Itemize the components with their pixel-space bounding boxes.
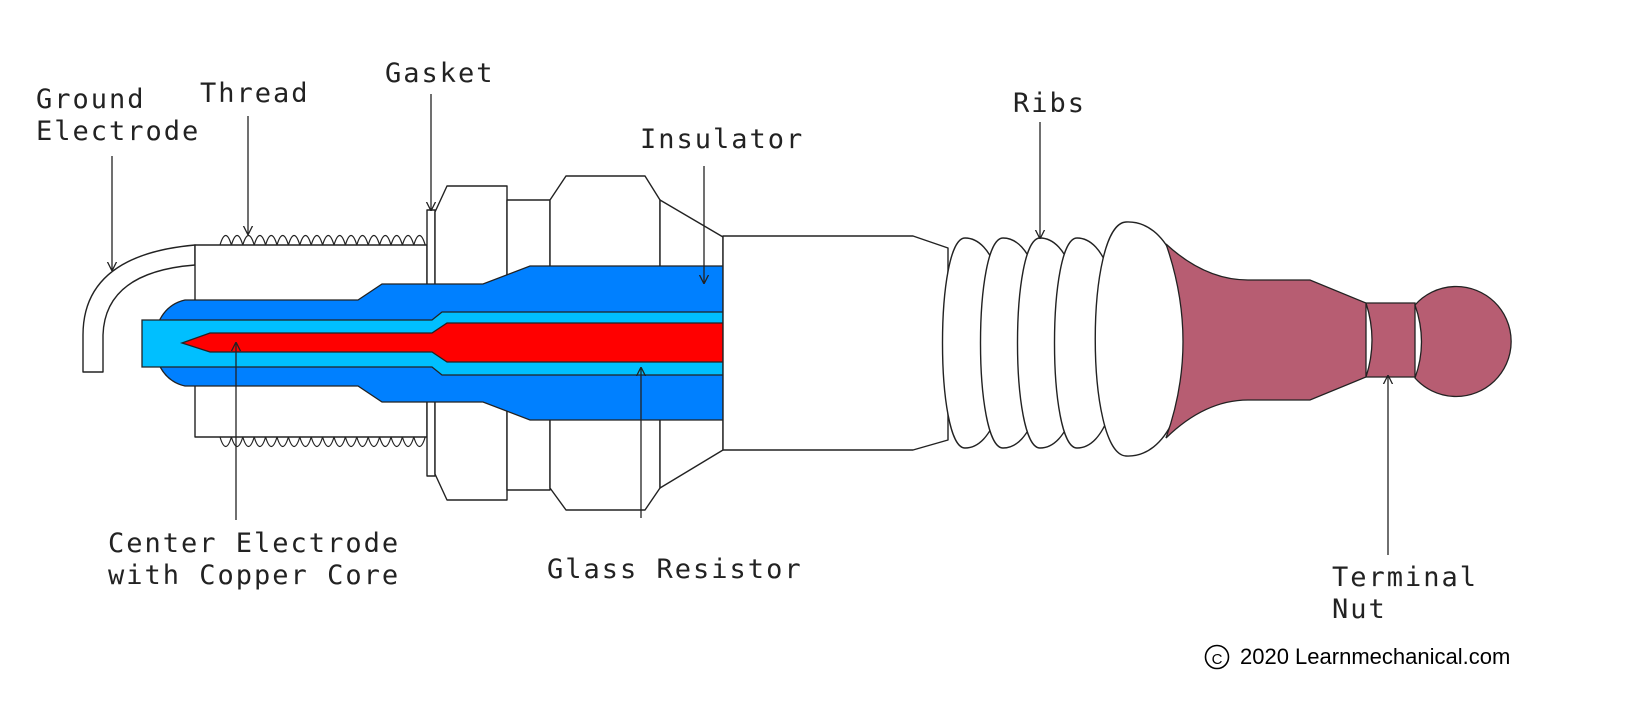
thread-coil-top: [344, 234, 358, 246]
thread-coil-top: [230, 234, 244, 246]
thread-coil-bottom: [219, 436, 232, 448]
thread-coil-bottom: [276, 436, 289, 448]
thread-coil-bottom: [356, 436, 369, 448]
thread-coil-top: [242, 234, 255, 246]
copyright-symbol: C: [1212, 651, 1223, 668]
copyright-text: 2020 Learnmechanical.com: [1240, 644, 1510, 669]
thread-coils: [219, 234, 426, 448]
label-ground-electrode-line2: Electrode: [36, 116, 200, 147]
label-center-electrode-line2: with Copper Core: [108, 560, 400, 591]
thread-coil-bottom: [379, 436, 392, 448]
thread-coil-top: [367, 234, 381, 246]
thread-coil-bottom: [310, 436, 324, 448]
label-terminal-nut-line1: Terminal: [1332, 562, 1478, 593]
thread-coil-top: [356, 234, 369, 246]
thread-coil-top: [265, 234, 278, 246]
thread-coil-bottom: [322, 436, 335, 448]
ribs: [941, 221, 1190, 457]
label-center-electrode-line1: Center Electrode: [108, 528, 400, 559]
thread-coil-top: [253, 234, 267, 246]
thread-coil-top: [413, 234, 426, 246]
thread-coil-bottom: [253, 436, 267, 448]
thread-coil-top: [333, 234, 346, 246]
thread-coil-bottom: [265, 436, 278, 448]
thread-coil-bottom: [413, 436, 426, 448]
label-insulator: Insulator: [640, 124, 804, 155]
thread-coil-top: [390, 234, 403, 246]
thread-coil-top: [401, 234, 415, 246]
leader-arrows: [112, 94, 1388, 555]
copyright-icon: [1204, 644, 1230, 670]
thread-coil-top: [310, 234, 324, 246]
label-glass-resistor: Glass Resistor: [547, 554, 803, 585]
thread-coil-bottom: [230, 436, 244, 448]
label-ribs: Ribs: [1013, 88, 1086, 119]
thread-coil-top: [322, 234, 335, 246]
thread-coil-top: [287, 234, 301, 246]
thread-coil-top: [299, 234, 312, 246]
thread-coil-bottom: [333, 436, 346, 448]
label-ground-electrode-line1: Ground: [36, 84, 146, 115]
thread-coil-bottom: [401, 436, 415, 448]
thread-coil-top: [379, 234, 392, 246]
thread-coil-top: [219, 234, 232, 246]
label-terminal-nut-line2: Nut: [1332, 594, 1387, 625]
thread-coil-bottom: [367, 436, 381, 448]
insulator-body: [722, 235, 949, 451]
label-thread: Thread: [200, 78, 310, 109]
thread-coil-bottom: [344, 436, 358, 448]
thread-coil-bottom: [299, 436, 312, 448]
label-gasket: Gasket: [385, 58, 495, 89]
thread-coil-bottom: [287, 436, 301, 448]
copyright: C 2020 Learnmechanical.com: [1204, 644, 1510, 670]
terminal-nut-ball: [1414, 285, 1512, 398]
thread-coil-bottom: [242, 436, 255, 448]
thread-coil-bottom: [390, 436, 403, 448]
terminal: [1165, 243, 1512, 439]
thread-coil-top: [276, 234, 289, 246]
